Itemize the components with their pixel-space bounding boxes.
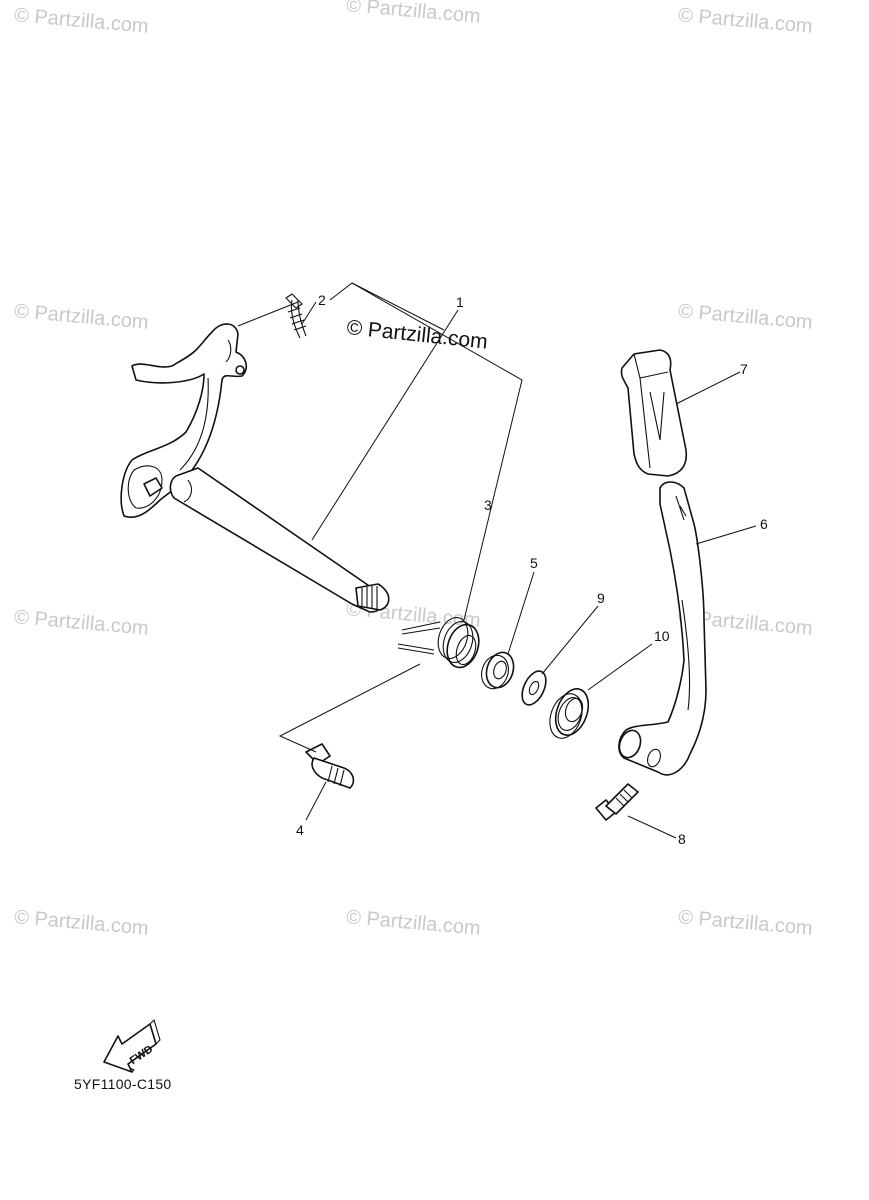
part-4-pivot-bolt [305, 743, 355, 789]
part-2-spring [285, 293, 307, 339]
callout-3: 3 [484, 497, 492, 513]
callout-8: 8 [678, 831, 686, 847]
part-3-torsion-spring [397, 617, 480, 669]
callout-9: 9 [597, 590, 605, 606]
part-6-shift-pedal [618, 481, 707, 776]
diagram-code: 5YF1100-C150 [74, 1076, 172, 1092]
callout-4: 4 [296, 822, 304, 838]
part-1-shift-shaft [120, 323, 390, 613]
fwd-arrow-icon: FWD [103, 1018, 161, 1073]
part-7-pedal-rubber [620, 349, 688, 477]
leader-lines [237, 282, 757, 839]
part-5-collar [481, 651, 515, 690]
callout-2: 2 [318, 292, 326, 308]
callout-6: 6 [760, 516, 768, 532]
part-10-oil-seal [549, 688, 590, 739]
callout-1: 1 [456, 294, 464, 310]
part-8-bolt [595, 783, 639, 821]
callout-5: 5 [530, 555, 538, 571]
callout-7: 7 [740, 361, 748, 377]
callout-10: 10 [654, 628, 670, 644]
part-9-washer [521, 670, 547, 706]
